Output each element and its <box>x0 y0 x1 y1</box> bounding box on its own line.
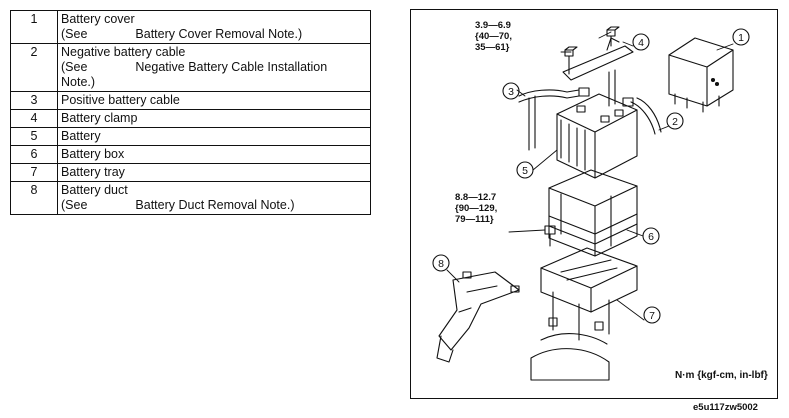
callout-number: 2 <box>672 116 678 128</box>
part-name: Battery box <box>61 147 125 161</box>
torque-value: {40—70, <box>475 31 512 42</box>
table-row: 2 Negative battery cable (See Negative Ba… <box>10 43 371 92</box>
part-name: Battery cover <box>61 12 135 26</box>
part-number: 4 <box>10 109 58 128</box>
part-number: 5 <box>10 127 58 146</box>
callout-number: 1 <box>738 32 744 44</box>
bolt-drawing <box>544 225 556 247</box>
callout-number: 7 <box>649 310 655 322</box>
callout-number: 4 <box>638 37 644 49</box>
callout-1 <box>732 28 750 46</box>
part-name: Battery duct <box>61 183 128 197</box>
note-prefix: (See <box>61 60 88 74</box>
callout-6 <box>642 227 660 245</box>
callout-number: 5 <box>522 165 528 177</box>
callout-2 <box>666 112 684 130</box>
callout-circles <box>432 28 750 324</box>
torque-value: 35—61} <box>475 42 510 53</box>
part-note: (See Negative Battery Cable Installation <box>61 60 367 75</box>
part-description: Positive battery cable <box>57 91 371 110</box>
part-number: 2 <box>10 43 58 92</box>
part-description: Battery cover (See Battery Cover Removal … <box>57 10 371 44</box>
part-number: 8 <box>10 181 58 215</box>
negative-cable-drawing <box>622 97 662 135</box>
diagram-drawing: 1 2 3 4 5 6 7 8 <box>432 26 750 381</box>
callout-8 <box>432 254 450 272</box>
part-name: Battery tray <box>61 165 125 179</box>
leader-lines <box>446 31 734 321</box>
part-number: 7 <box>10 163 58 182</box>
table-row: 5 Battery <box>10 127 371 146</box>
table-row: 8 Battery duct (See Battery Duct Removal … <box>10 181 371 215</box>
part-name: Battery <box>61 129 101 143</box>
battery-cover-drawing <box>668 37 734 113</box>
part-number: 3 <box>10 91 58 110</box>
callout-5 <box>516 161 534 179</box>
table-row: 7 Battery tray <box>10 163 371 182</box>
table-row: 3 Positive battery cable <box>10 91 371 110</box>
part-name: Positive battery cable <box>61 93 180 107</box>
figure-code: e5u117zw5002 <box>693 402 758 413</box>
part-description: Negative battery cable (See Negative Batt… <box>57 43 371 92</box>
part-number: 6 <box>10 145 58 164</box>
part-name: Battery clamp <box>61 111 138 125</box>
part-name: Negative battery cable <box>61 45 186 59</box>
part-description: Battery duct (See Battery Duct Removal No… <box>57 181 371 215</box>
part-number: 1 <box>10 10 58 44</box>
battery-box-drawing <box>548 169 638 257</box>
part-description: Battery <box>57 127 371 146</box>
note-reference: Battery Cover Removal Note.) <box>135 27 303 41</box>
callout-7 <box>643 306 661 324</box>
part-description: Battery box <box>57 145 371 164</box>
exploded-view-diagram: 1 2 3 4 5 6 7 8 3.9—6.9 {40—70, 35—61} 8… <box>410 9 778 399</box>
note-reference: Battery Duct Removal Note.) <box>135 198 295 212</box>
part-note-continued: Note.) <box>61 75 96 89</box>
part-description: Battery tray <box>57 163 371 182</box>
part-description: Battery clamp <box>57 109 371 128</box>
callout-4 <box>632 33 650 51</box>
torque-value: 3.9—6.9 <box>475 20 511 31</box>
torque-spec-clamp: 3.9—6.9 {40—70, 35—61} <box>475 20 512 53</box>
battery-duct-drawing <box>436 271 520 363</box>
torque-value: 79—111} <box>455 214 494 225</box>
battery-clamp-drawing <box>528 26 634 151</box>
table-row: 6 Battery box <box>10 145 371 164</box>
torque-unit-label: N·m {kgf-cm, in-lbf} <box>675 370 768 381</box>
note-reference: Negative Battery Cable Installation <box>135 60 328 74</box>
callout-number: 3 <box>508 86 514 98</box>
part-note: (See Battery Cover Removal Note.) <box>61 27 367 42</box>
parts-table: 1 Battery cover (See Battery Cover Remova… <box>10 10 371 215</box>
callout-number: 8 <box>438 258 444 270</box>
battery-drawing <box>556 93 638 179</box>
callout-numbers: 1 2 3 4 5 6 7 8 <box>438 32 744 322</box>
part-note: (See Battery Duct Removal Note.) <box>61 198 367 213</box>
battery-tray-drawing <box>530 247 638 381</box>
note-prefix: (See <box>61 27 88 41</box>
note-prefix: (See <box>61 198 88 212</box>
torque-spec-tray: 8.8—12.7 {90—129, 79—111} <box>455 192 497 225</box>
table-row: 4 Battery clamp <box>10 109 371 128</box>
callout-number: 6 <box>648 231 654 243</box>
callout-3 <box>502 82 520 100</box>
torque-value: 8.8—12.7 <box>455 192 497 203</box>
table-row: 1 Battery cover (See Battery Cover Remova… <box>10 10 371 44</box>
torque-value: {90—129, <box>455 203 498 214</box>
